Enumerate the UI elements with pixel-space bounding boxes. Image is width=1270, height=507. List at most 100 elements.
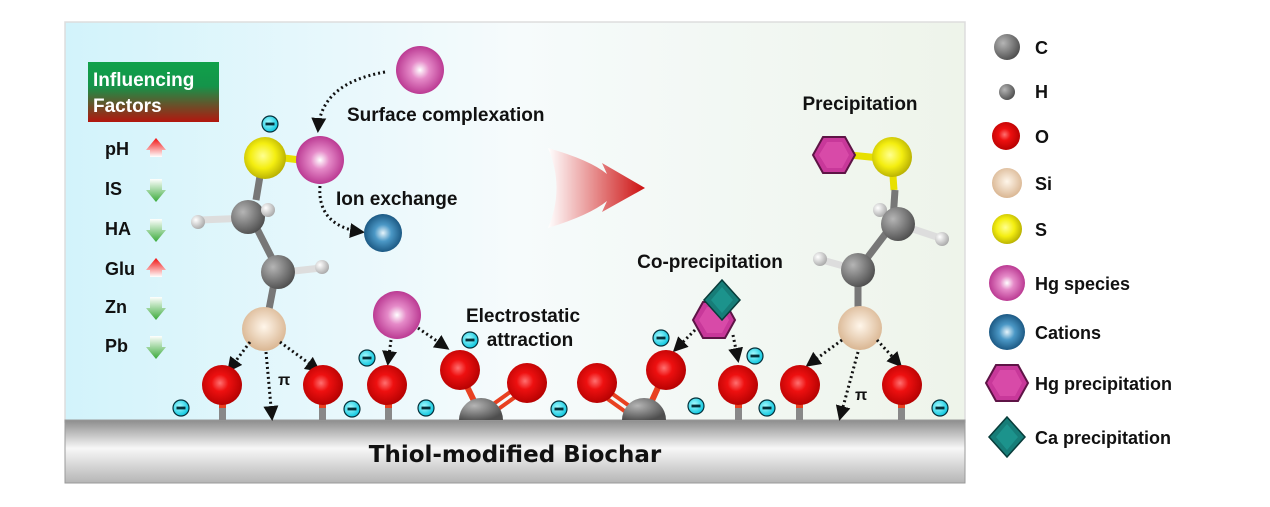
hydrogen-atom bbox=[935, 232, 949, 246]
negative-charge-icon bbox=[358, 349, 376, 367]
increase-arrow-icon bbox=[146, 138, 166, 157]
hexagon-icon bbox=[985, 364, 1029, 402]
legend-label: Si bbox=[1035, 174, 1052, 194]
increase-arrow-icon bbox=[146, 258, 166, 277]
factor-row-glu: Glu bbox=[105, 258, 166, 279]
legend-item-c: C bbox=[994, 34, 1048, 60]
oxygen-atom bbox=[367, 365, 407, 405]
sulfur-atom-icon bbox=[992, 214, 1022, 244]
sulfur-atom bbox=[244, 137, 286, 179]
carbon-atom bbox=[231, 200, 265, 234]
negative-charge-icon bbox=[931, 399, 949, 417]
left-thiol-molecule bbox=[191, 115, 344, 351]
legend-label: O bbox=[1035, 127, 1049, 147]
oxygen-atom bbox=[202, 365, 242, 405]
negative-charge-icon bbox=[261, 115, 279, 133]
negative-charge-icon bbox=[746, 347, 764, 365]
hydrogen-atom bbox=[873, 203, 887, 217]
oxygen-atom bbox=[440, 350, 480, 390]
factor-label: HA bbox=[105, 219, 131, 239]
electrostatic-label-line1: Electrostatic bbox=[466, 306, 580, 327]
biochar-label: Thiol-modified Biochar bbox=[369, 442, 662, 468]
hydrogen-atom bbox=[261, 203, 275, 217]
mercury-sphere-icon bbox=[989, 265, 1025, 301]
legend-label: C bbox=[1035, 38, 1048, 58]
sulfur-atom bbox=[872, 137, 912, 177]
factor-row-is: IS bbox=[105, 179, 166, 202]
legend-label: Ca precipitation bbox=[1035, 428, 1171, 448]
factors-title-line1: Influencing bbox=[93, 70, 194, 91]
factor-label: Pb bbox=[105, 336, 128, 356]
biochar-base: Thiol-modified Biochar bbox=[64, 419, 966, 484]
factors-title-line2: Factors bbox=[93, 96, 162, 117]
decrease-arrow-icon bbox=[146, 336, 166, 359]
hydrogen-atom bbox=[813, 252, 827, 266]
legend-item-hg-species: Hg species bbox=[989, 265, 1130, 301]
carbon-atom bbox=[881, 207, 915, 241]
pi-label: π bbox=[855, 387, 867, 404]
co-precipitation-label: Co-precipitation bbox=[637, 252, 783, 273]
factor-label: Zn bbox=[105, 297, 127, 317]
negative-charge-icon bbox=[758, 399, 776, 417]
hydrogen-atom bbox=[191, 215, 205, 229]
oxygen-atom bbox=[780, 365, 820, 405]
left-si-oxygen-group: π bbox=[172, 340, 361, 421]
negative-charge-icon bbox=[687, 397, 705, 415]
decrease-arrow-icon bbox=[146, 179, 166, 202]
factor-row-pb: Pb bbox=[105, 336, 166, 359]
cation-sphere bbox=[364, 214, 402, 252]
silicon-atom bbox=[838, 306, 882, 350]
surface-complexation-group: Surface complexation Ion exchange bbox=[311, 46, 544, 252]
factor-row-ha: HA bbox=[105, 219, 166, 242]
legend-item-si: Si bbox=[992, 168, 1052, 198]
legend-item-ca-precipitation: Ca precipitation bbox=[988, 416, 1171, 458]
factor-label: Glu bbox=[105, 259, 135, 279]
oxygen-atom bbox=[303, 365, 343, 405]
transition-arrow-icon bbox=[548, 148, 645, 228]
oxygen-atom-icon bbox=[992, 122, 1020, 150]
silicon-atom-icon bbox=[992, 168, 1022, 198]
oxygen-atom bbox=[577, 363, 617, 403]
carbon-atom bbox=[261, 255, 295, 289]
precipitation-label: Precipitation bbox=[802, 94, 917, 115]
mercury-sphere bbox=[373, 291, 421, 339]
legend-item-cations: Cations bbox=[989, 314, 1101, 350]
legend-label: Cations bbox=[1035, 323, 1101, 343]
cation-sphere-icon bbox=[989, 314, 1025, 350]
carbon-atom bbox=[841, 253, 875, 287]
negative-charge-icon bbox=[652, 329, 670, 347]
legend-item-hg-precipitation: Hg precipitation bbox=[985, 364, 1172, 402]
factor-label: IS bbox=[105, 179, 122, 199]
factor-label: pH bbox=[105, 139, 129, 159]
legend-item-s: S bbox=[992, 214, 1047, 244]
legend-label: Hg species bbox=[1035, 274, 1130, 294]
biochar-surface bbox=[64, 419, 966, 484]
hydrogen-atom bbox=[315, 260, 329, 274]
hg-precipitate-hexagon bbox=[812, 136, 856, 174]
ion-exchange-label: Ion exchange bbox=[336, 189, 457, 210]
negative-charge-icon bbox=[172, 399, 190, 417]
factor-row-ph: pH bbox=[105, 138, 166, 159]
legend-label: Hg precipitation bbox=[1035, 374, 1172, 394]
negative-charge-icon bbox=[461, 331, 479, 349]
carbon-atom-icon bbox=[994, 34, 1020, 60]
mercury-sphere bbox=[396, 46, 444, 94]
electrostatic-label-line2: attraction bbox=[487, 330, 574, 351]
negative-charge-icon bbox=[343, 400, 361, 418]
legend-item-h: H bbox=[999, 82, 1048, 102]
hydrogen-atom-icon bbox=[999, 84, 1015, 100]
oxygen-atom bbox=[882, 365, 922, 405]
carbon-atom bbox=[459, 398, 503, 420]
influencing-factors-panel: Influencing Factors pH IS HA Glu Zn Pb bbox=[88, 62, 219, 359]
pi-label: π bbox=[278, 372, 290, 389]
silicon-atom bbox=[242, 307, 286, 351]
legend-label: S bbox=[1035, 220, 1047, 240]
negative-charge-icon bbox=[417, 399, 435, 417]
oxygen-atom bbox=[646, 350, 686, 390]
diamond-icon bbox=[988, 416, 1026, 458]
electrostatic-attraction-group: Electrostatic attraction bbox=[358, 291, 668, 420]
legend-label: H bbox=[1035, 82, 1048, 102]
co-precipitation-group: Co-precipitation bbox=[637, 252, 783, 420]
negative-charge-icon bbox=[550, 400, 568, 418]
